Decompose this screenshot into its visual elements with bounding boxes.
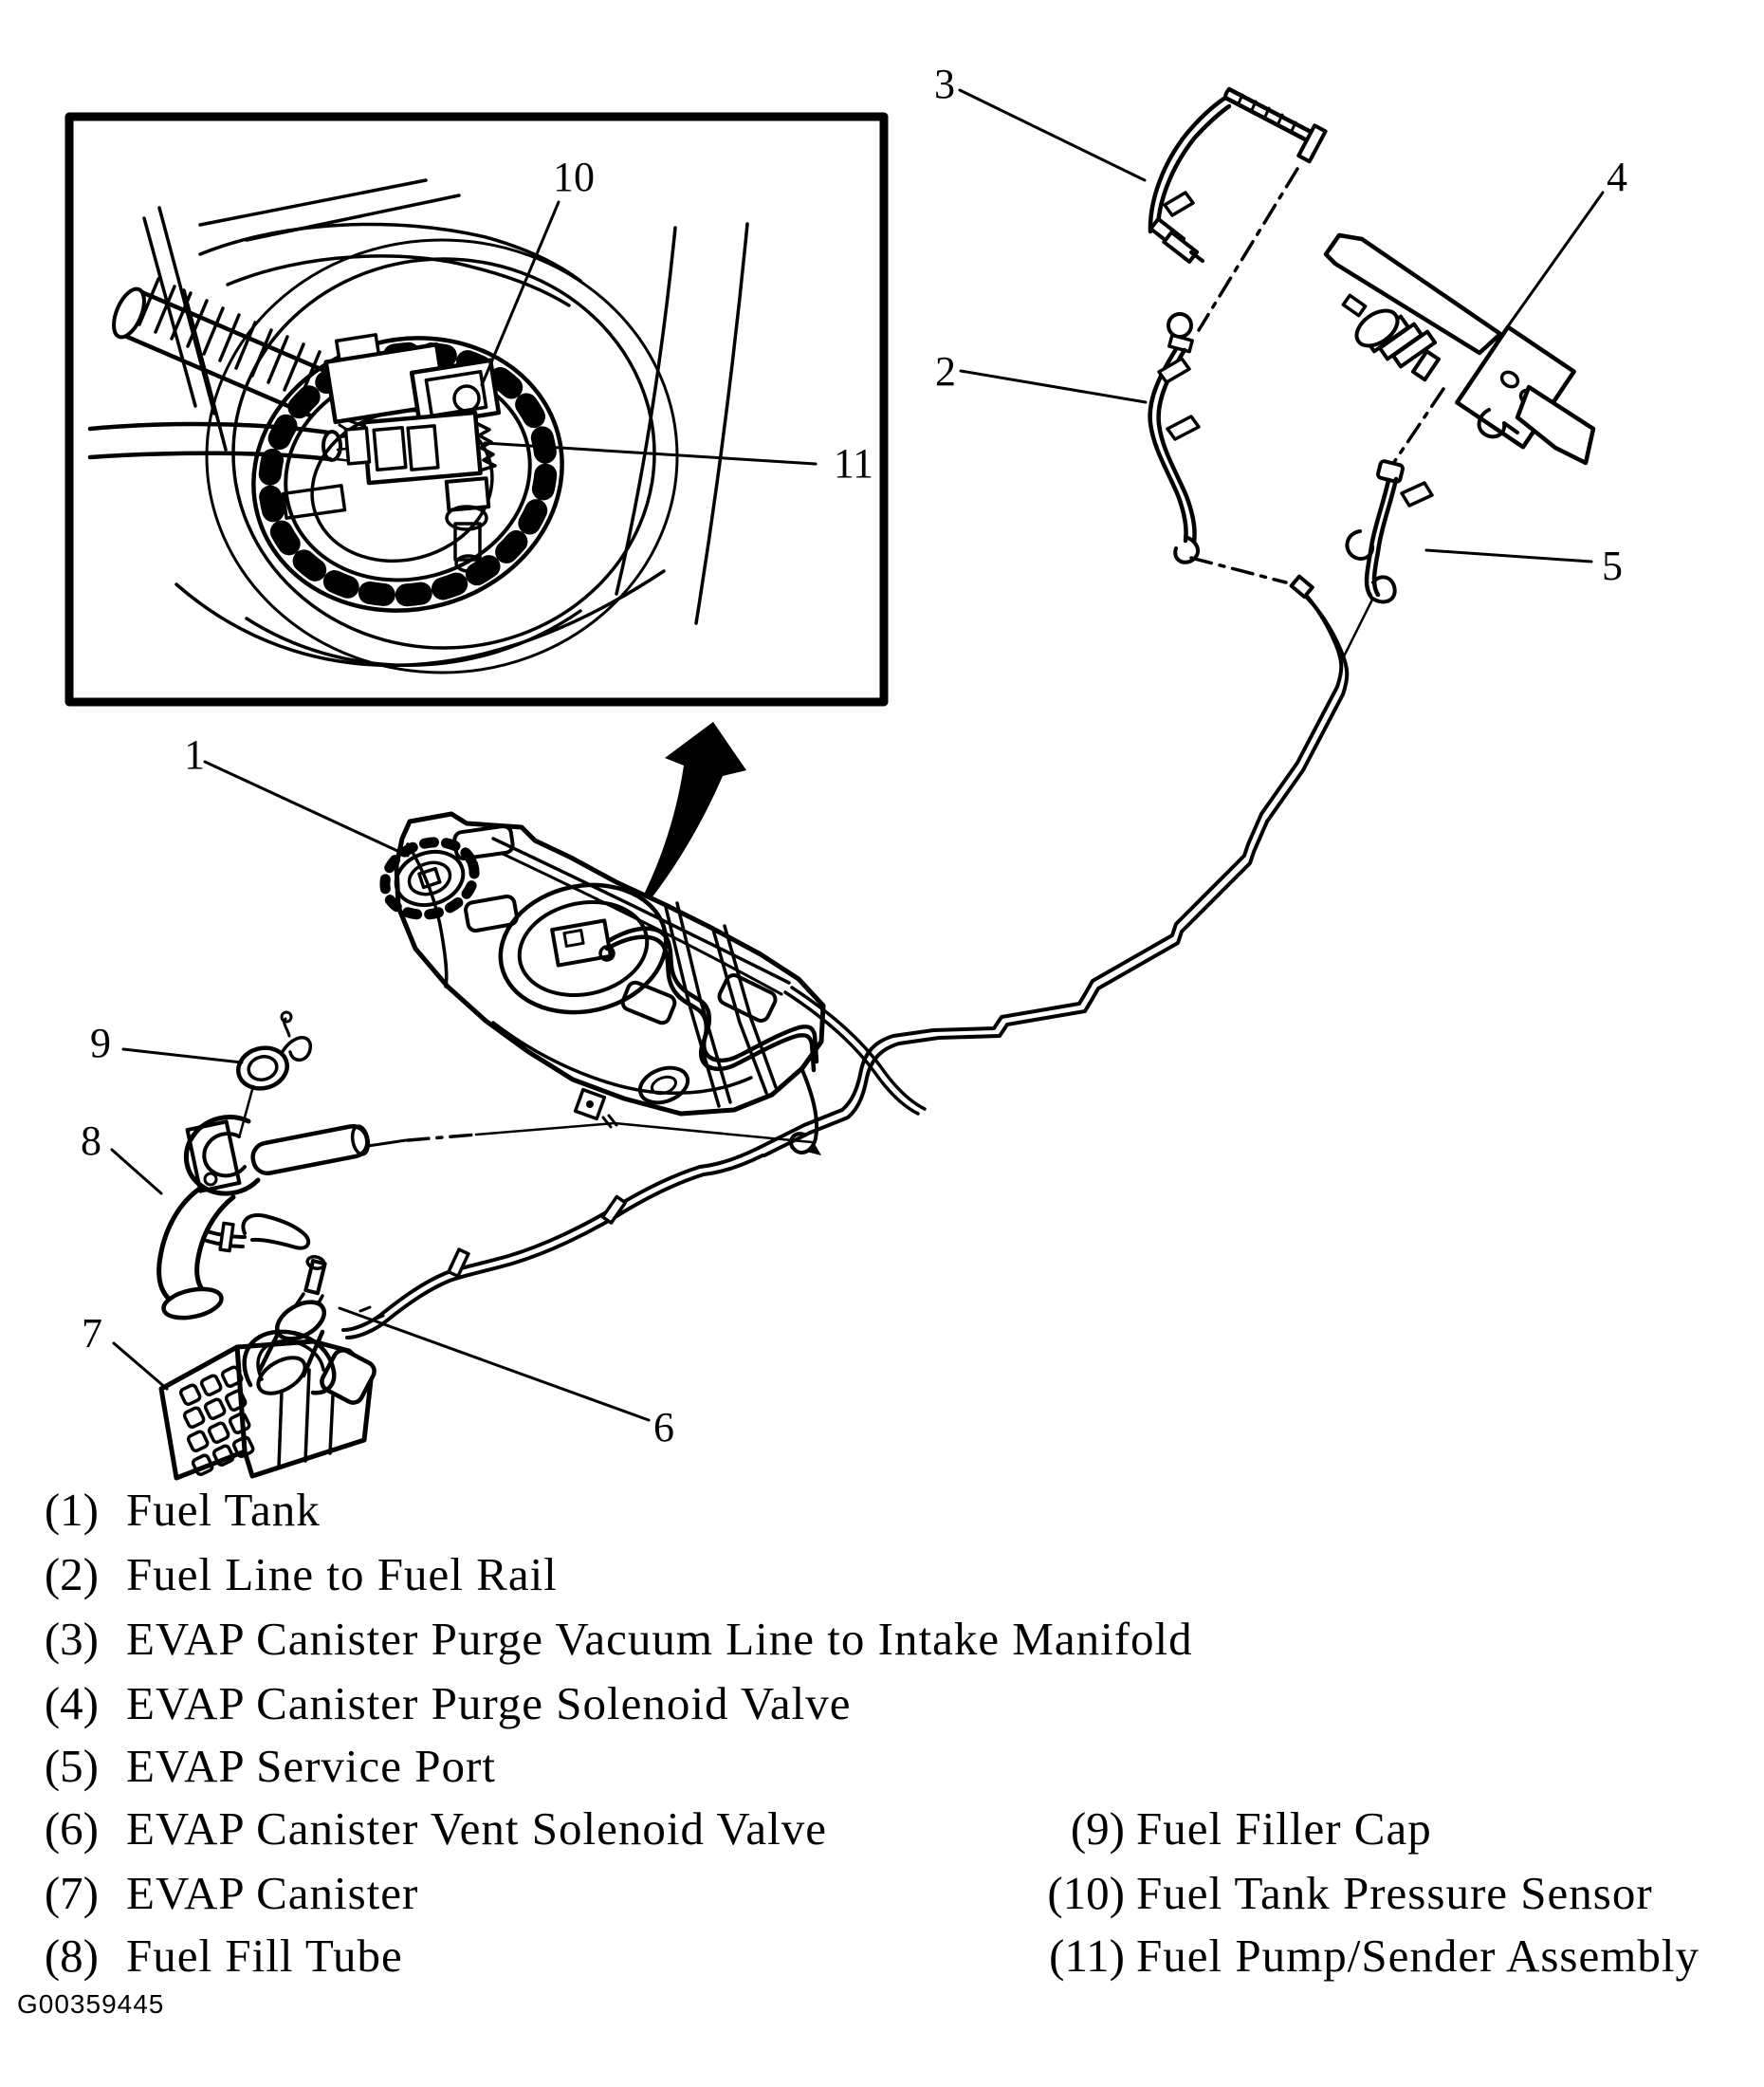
legend-num-9: (9)	[1071, 1802, 1125, 1855]
legend-label-1: Fuel Tank	[126, 1484, 321, 1536]
callout-10-label: 10	[553, 154, 595, 200]
fuel-tank-drawing	[379, 811, 826, 1155]
fuel-fill-tube-drawing	[156, 1114, 814, 1321]
legend-num-6: (6)	[45, 1802, 99, 1855]
fuel-supply-hose	[87, 421, 374, 465]
callout-6-label: 6	[653, 1404, 674, 1450]
legend-label-10: Fuel Tank Pressure Sensor	[1136, 1867, 1653, 1919]
legend-label-5: EVAP Service Port	[126, 1740, 496, 1792]
leader-line-9	[121, 1047, 244, 1064]
callout-3-label: 3	[934, 61, 955, 107]
legend: (1) Fuel Tank (2) Fuel Line to Fuel Rail…	[45, 1484, 1700, 1982]
callout-11-label: 11	[834, 440, 873, 487]
sender-port	[637, 1065, 690, 1105]
fuel-tank-pressure-sensor-drawing	[323, 333, 502, 428]
leader-lines	[110, 88, 1605, 1422]
legend-label-2: Fuel Line to Fuel Rail	[126, 1548, 558, 1600]
purge-solenoid-drawing	[1323, 232, 1596, 472]
tank-outlet-spout	[788, 1068, 821, 1155]
fuel-filler-cap-drawing	[236, 1010, 312, 1136]
callout-4-label: 4	[1607, 154, 1627, 200]
fuel-line-2-drawing	[1148, 312, 1288, 584]
legend-num-3: (3)	[45, 1613, 99, 1665]
alignment-dash-line	[406, 1133, 478, 1142]
legend-label-7: EVAP Canister	[126, 1867, 418, 1919]
leader-line-6	[338, 1306, 651, 1422]
leader-line-5	[1424, 548, 1593, 563]
legend-num-8: (8)	[45, 1930, 99, 1982]
fuel-lines-bundle	[341, 574, 1350, 1339]
legend-label-11: Fuel Pump/Sender Assembly	[1136, 1930, 1700, 1982]
legend-num-10: (10)	[1047, 1867, 1125, 1919]
callout-7-label: 7	[82, 1310, 102, 1357]
leader-line-3	[958, 88, 1147, 182]
legend-label-3: EVAP Canister Purge Vacuum Line to Intak…	[126, 1613, 1193, 1665]
callout-2-label: 2	[935, 348, 956, 395]
figure-id: G00359445	[17, 1989, 164, 2019]
filler-neck-rings	[379, 837, 480, 920]
detail-arrow-icon	[622, 722, 746, 933]
legend-label-4: EVAP Canister Purge Solenoid Valve	[126, 1677, 851, 1729]
leader-line-7	[112, 1341, 169, 1391]
leader-line-8	[110, 1148, 163, 1195]
leader-line-4	[1497, 191, 1605, 342]
legend-label-9: Fuel Filler Cap	[1136, 1802, 1432, 1855]
callout-5-label: 5	[1602, 543, 1623, 589]
callout-9-label: 9	[90, 1020, 111, 1066]
legend-num-7: (7)	[45, 1867, 99, 1919]
vent-solenoid-drawing	[242, 1255, 385, 1395]
legend-label-8: Fuel Fill Tube	[126, 1930, 403, 1982]
inset-detail-box	[64, 112, 889, 707]
tank-feed-hose	[604, 929, 817, 1073]
legend-label-6: EVAP Canister Vent Solenoid Valve	[126, 1802, 827, 1855]
legend-num-1: (1)	[45, 1484, 99, 1536]
inset-border	[64, 112, 889, 707]
leader-line-10	[480, 200, 560, 387]
callout-8-label: 8	[81, 1117, 101, 1164]
service-port-drawing	[1341, 459, 1434, 660]
inset-car-body-lines	[142, 178, 749, 668]
evap-canister-drawing	[158, 1339, 377, 1481]
leader-line-2	[959, 369, 1148, 404]
callout-1-label: 1	[184, 731, 205, 778]
legend-num-2: (2)	[45, 1548, 99, 1600]
pump-module-rings	[498, 882, 669, 1015]
fuel-pump-connector-drawing	[343, 410, 497, 573]
legend-num-4: (4)	[45, 1677, 99, 1729]
leader-line-11	[483, 441, 818, 466]
canister-rib-grid	[178, 1365, 255, 1476]
leader-line-1	[203, 760, 410, 858]
legend-num-11: (11)	[1049, 1930, 1125, 1982]
hose-ribs	[138, 277, 322, 399]
legend-num-5: (5)	[45, 1740, 99, 1792]
vacuum-line-3-drawing	[1148, 86, 1328, 332]
